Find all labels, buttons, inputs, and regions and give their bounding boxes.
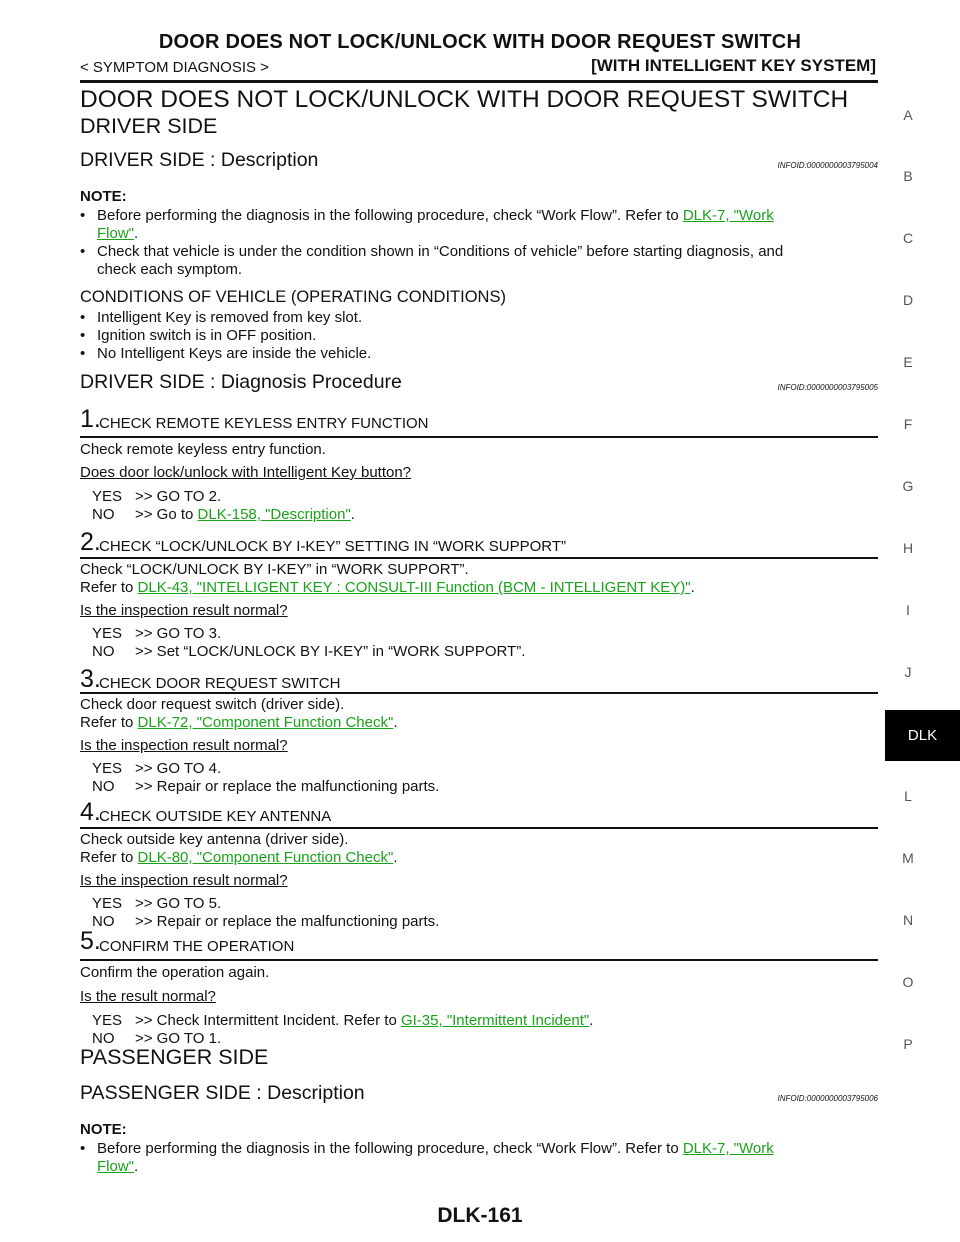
step-2-refer-link[interactable]: DLK-43, "INTELLIGENT KEY : CONSULT-III F…: [137, 579, 691, 596]
step-2-label: CHECK “LOCK/UNLOCK BY I-KEY” SETTING IN …: [99, 538, 567, 555]
page-header-title: DOOR DOES NOT LOCK/UNLOCK WITH DOOR REQU…: [158, 31, 802, 53]
index-letter-d[interactable]: D: [902, 292, 914, 308]
step-2-divider: [80, 557, 878, 559]
step-3-label: CHECK DOOR REQUEST SWITCH: [99, 675, 341, 692]
step-3-yes: YES>> GO TO 4.: [92, 760, 222, 777]
step-3-instruction: Check door request switch (driver side).: [80, 696, 345, 713]
driver-workflow-link[interactable]: DLK-7, "Work: [682, 207, 774, 224]
driver-workflow-link-cont[interactable]: Flow": [97, 225, 134, 242]
index-letter-e[interactable]: E: [903, 354, 913, 370]
driver-note-item-2-cont: check each symptom.: [97, 261, 243, 278]
driver-side-title: DRIVER SIDE: [80, 114, 218, 138]
step-5-question: Is the result normal?: [80, 988, 216, 1005]
step-1-divider: [80, 436, 878, 438]
index-letter-h[interactable]: H: [902, 540, 914, 556]
passenger-note-label: NOTE:: [80, 1121, 127, 1138]
step-3-number: 3.: [80, 665, 101, 693]
step-3-no: NO>> Repair or replace the malfunctionin…: [92, 778, 440, 795]
step-3-divider: [80, 692, 878, 694]
step-2-refer: Refer to DLK-43, "INTELLIGENT KEY : CONS…: [80, 579, 695, 596]
step-5-divider: [80, 959, 878, 961]
index-letter-p[interactable]: P: [903, 1036, 913, 1052]
step-2-no: NO>> Set “LOCK/UNLOCK BY I-KEY” in “WORK…: [92, 643, 526, 660]
step-5-no: NO>> GO TO 1.: [92, 1030, 222, 1047]
step-1-question: Does door lock/unlock with Intelligent K…: [80, 464, 412, 481]
step-1-yes: YES>> GO TO 2.: [92, 488, 222, 505]
index-letter-a[interactable]: A: [903, 107, 913, 123]
step-4-question: Is the inspection result normal?: [80, 872, 288, 889]
step-4-refer: Refer to DLK-80, "Component Function Che…: [80, 849, 398, 866]
passenger-note-item-1-cont: Flow".: [97, 1158, 139, 1175]
passenger-workflow-link[interactable]: DLK-7, "Work: [682, 1140, 774, 1157]
index-letter-b[interactable]: B: [903, 168, 913, 184]
step-3-question: Is the inspection result normal?: [80, 737, 288, 754]
condition-item: •No Intelligent Keys are inside the vehi…: [80, 345, 372, 362]
index-letter-o[interactable]: O: [902, 974, 914, 990]
step-5-number: 5.: [80, 927, 101, 955]
index-tab-active[interactable]: DLK: [885, 710, 960, 761]
driver-procedure-title: DRIVER SIDE : Diagnosis Procedure: [80, 371, 402, 393]
index-letter-n[interactable]: N: [902, 912, 914, 928]
driver-description-title: DRIVER SIDE : Description: [80, 149, 319, 171]
step-1-no: NO>> Go to DLK-158, "Description".: [92, 506, 355, 523]
page-number: DLK-161: [437, 1204, 523, 1227]
step-2-question: Is the inspection result normal?: [80, 602, 288, 619]
step-4-divider: [80, 827, 878, 829]
index-letter-l[interactable]: L: [904, 788, 912, 804]
index-letter-j[interactable]: J: [904, 664, 912, 680]
driver-note-item-2: •Check that vehicle is under the conditi…: [80, 243, 784, 260]
passenger-description-title: PASSENGER SIDE : Description: [80, 1082, 365, 1104]
step-4-number: 4.: [80, 798, 101, 826]
driver-description-infoid: INFOID:0000000003795004: [777, 161, 878, 170]
step-2-yes: YES>> GO TO 3.: [92, 625, 222, 642]
header-section-label: < SYMPTOM DIAGNOSIS >: [80, 59, 269, 76]
conditions-title: CONDITIONS OF VEHICLE (OPERATING CONDITI…: [80, 288, 506, 306]
index-letter-g[interactable]: G: [902, 478, 914, 494]
step-5-yes-link[interactable]: GI-35, "Intermittent Incident": [400, 1012, 590, 1029]
step-3-refer-link[interactable]: DLK-72, "Component Function Check": [137, 714, 394, 731]
step-4-instruction: Check outside key antenna (driver side).: [80, 831, 349, 848]
driver-note-label: NOTE:: [80, 188, 127, 205]
driver-note-item-1: •Before performing the diagnosis in the …: [80, 207, 774, 224]
step-3-refer: Refer to DLK-72, "Component Function Che…: [80, 714, 398, 731]
condition-item: •Intelligent Key is removed from key slo…: [80, 309, 363, 326]
driver-procedure-infoid: INFOID:0000000003795005: [777, 383, 878, 392]
step-5-instruction: Confirm the operation again.: [80, 964, 270, 981]
index-letter-i[interactable]: I: [906, 602, 910, 618]
step-4-yes: YES>> GO TO 5.: [92, 895, 222, 912]
header-system-label: [WITH INTELLIGENT KEY SYSTEM]: [591, 56, 876, 75]
step-4-refer-link[interactable]: DLK-80, "Component Function Check": [137, 849, 394, 866]
page-title: DOOR DOES NOT LOCK/UNLOCK WITH DOOR REQU…: [80, 86, 849, 113]
step-2-number: 2.: [80, 528, 101, 556]
step-1-no-link[interactable]: DLK-158, "Description": [197, 506, 351, 523]
index-letter-f[interactable]: F: [903, 416, 913, 432]
step-1-instruction: Check remote keyless entry function.: [80, 441, 326, 458]
step-2-instruction: Check “LOCK/UNLOCK BY I-KEY” in “WORK SU…: [80, 561, 469, 578]
passenger-description-infoid: INFOID:0000000003795006: [777, 1094, 878, 1103]
step-1-label: CHECK REMOTE KEYLESS ENTRY FUNCTION: [99, 415, 429, 432]
passenger-side-title: PASSENGER SIDE: [80, 1045, 269, 1069]
step-1-number: 1.: [80, 405, 101, 433]
step-4-no: NO>> Repair or replace the malfunctionin…: [92, 913, 440, 930]
driver-note-item-1-cont: Flow".: [97, 225, 139, 242]
step-5-label: CONFIRM THE OPERATION: [99, 938, 295, 955]
step-5-yes: YES>> Check Intermittent Incident. Refer…: [92, 1012, 594, 1029]
passenger-note-item-1: •Before performing the diagnosis in the …: [80, 1140, 774, 1157]
index-letter-m[interactable]: M: [902, 850, 914, 866]
header-divider: [80, 80, 878, 83]
index-letter-c[interactable]: C: [902, 230, 914, 246]
step-4-label: CHECK OUTSIDE KEY ANTENNA: [99, 808, 332, 825]
condition-item: •Ignition switch is in OFF position.: [80, 327, 317, 344]
passenger-workflow-link-cont[interactable]: Flow": [97, 1158, 134, 1175]
